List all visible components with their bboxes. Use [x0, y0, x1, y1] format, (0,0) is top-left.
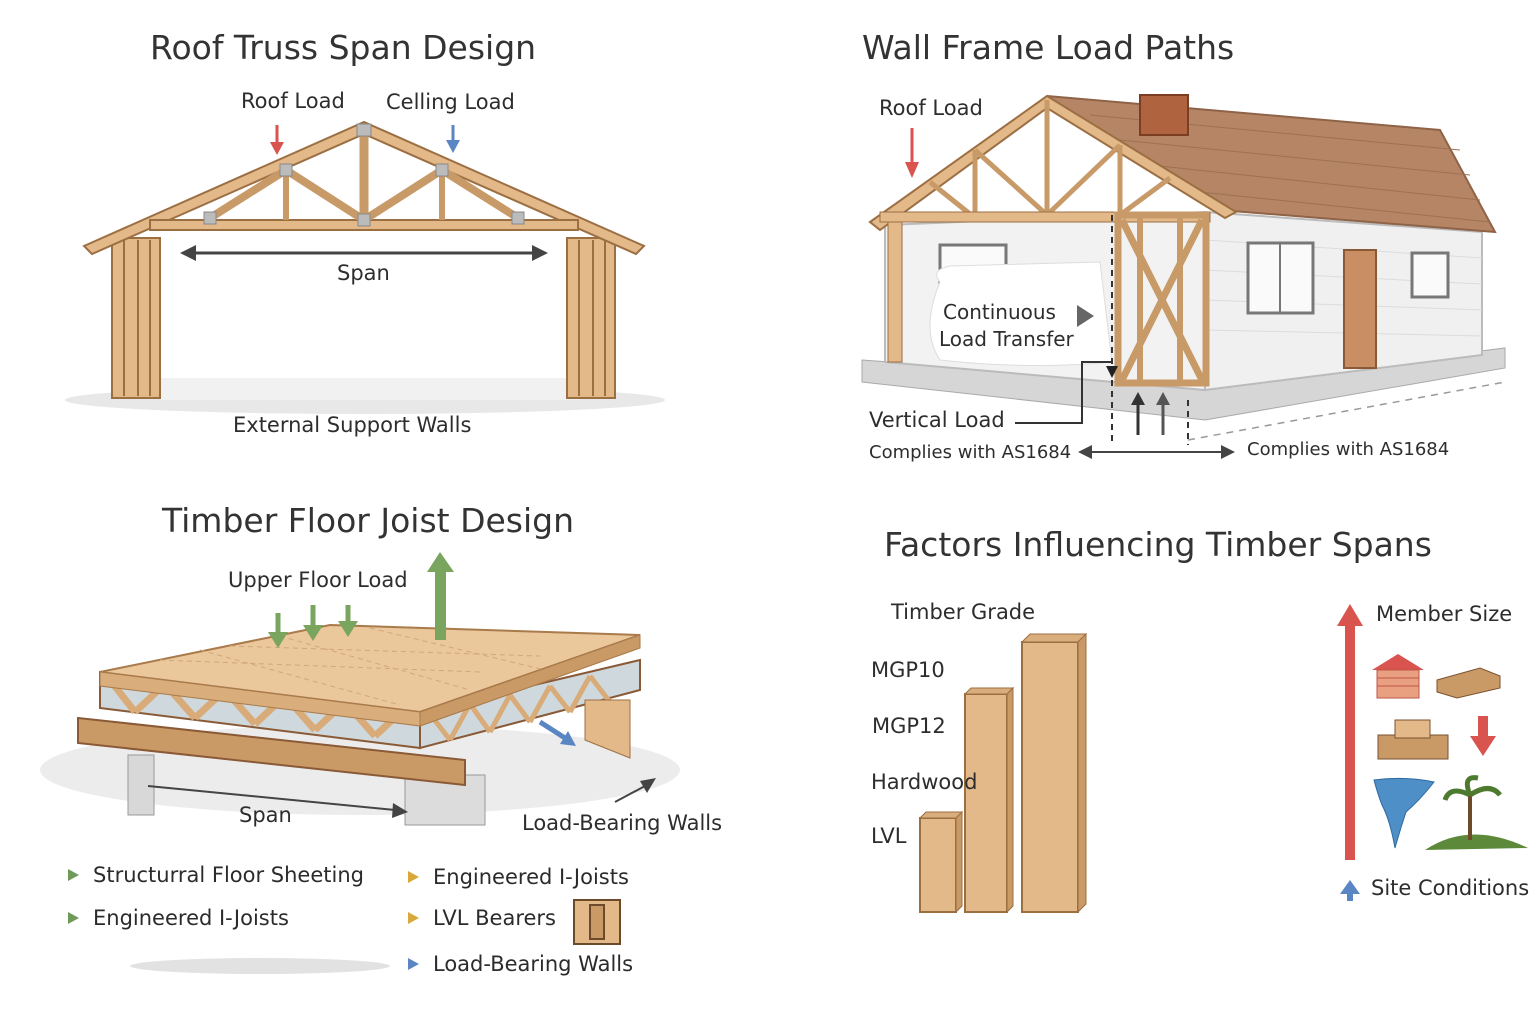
legend-label: LVL Bearers [433, 906, 556, 930]
wall-roof-load-label: Roof Load [879, 96, 983, 120]
load-bearing-walls-label: Load-Bearing Walls [522, 811, 723, 835]
grade-mgp10: MGP10 [871, 658, 945, 682]
legend-i-joists-yellow: Engineered I-Joists [408, 865, 629, 889]
continuous-label-line1: Continuous [943, 300, 1056, 324]
grade-lvl: LVL [871, 824, 907, 848]
continuous-label-line2: Load Transfer [939, 327, 1074, 351]
legend-label: Load-Bearing Walls [433, 952, 634, 976]
legend-structural-sheeting: Structurral Floor Sheeting [68, 863, 364, 887]
upper-floor-load-label: Upper Floor Load [228, 568, 408, 592]
legend-marker-icon [408, 871, 419, 883]
site-conditions-label: Site Conditions [1371, 876, 1530, 900]
legend-label: Engineered I-Joists [433, 865, 629, 889]
truss-span-label: Span [337, 261, 390, 285]
factors-title: Factors Influencing Timber Spans [884, 525, 1432, 564]
floor-span-label: Span [239, 803, 292, 827]
grade-hardwood: Hardwood [871, 770, 978, 794]
roof-load-label: Roof Load [241, 89, 345, 113]
timber-grade-label: Timber Grade [891, 600, 1036, 624]
vertical-load-label: Vertical Load [869, 408, 1005, 432]
member-size-label: Member Size [1376, 602, 1513, 626]
roof-truss-title: Roof Truss Span Design [150, 28, 537, 67]
legend-label: Structurral Floor Sheeting [93, 863, 364, 887]
grade-mgp12: MGP12 [872, 714, 946, 738]
legend-label: Engineered I-Joists [93, 906, 289, 930]
ceiling-load-label: Celling Load [386, 90, 515, 114]
complies-left-label: Complies with AS1684 [869, 442, 1072, 463]
legend-lvl-bearers: LVL Bearers [408, 906, 556, 930]
wall-frame-title: Wall Frame Load Paths [862, 28, 1235, 67]
legend-marker-icon [408, 958, 419, 970]
legend-marker-icon [68, 912, 79, 924]
complies-right-label: Complies with AS1684 [1247, 439, 1450, 460]
floor-joist-title: Timber Floor Joist Design [162, 501, 575, 540]
legend-marker-icon [68, 869, 79, 881]
legend-i-joists-green: Engineered I-Joists [68, 906, 289, 930]
legend-load-bearing-walls: Load-Bearing Walls [408, 952, 633, 976]
legend-marker-icon [408, 912, 419, 924]
support-walls-label: External Support Walls [233, 413, 472, 437]
